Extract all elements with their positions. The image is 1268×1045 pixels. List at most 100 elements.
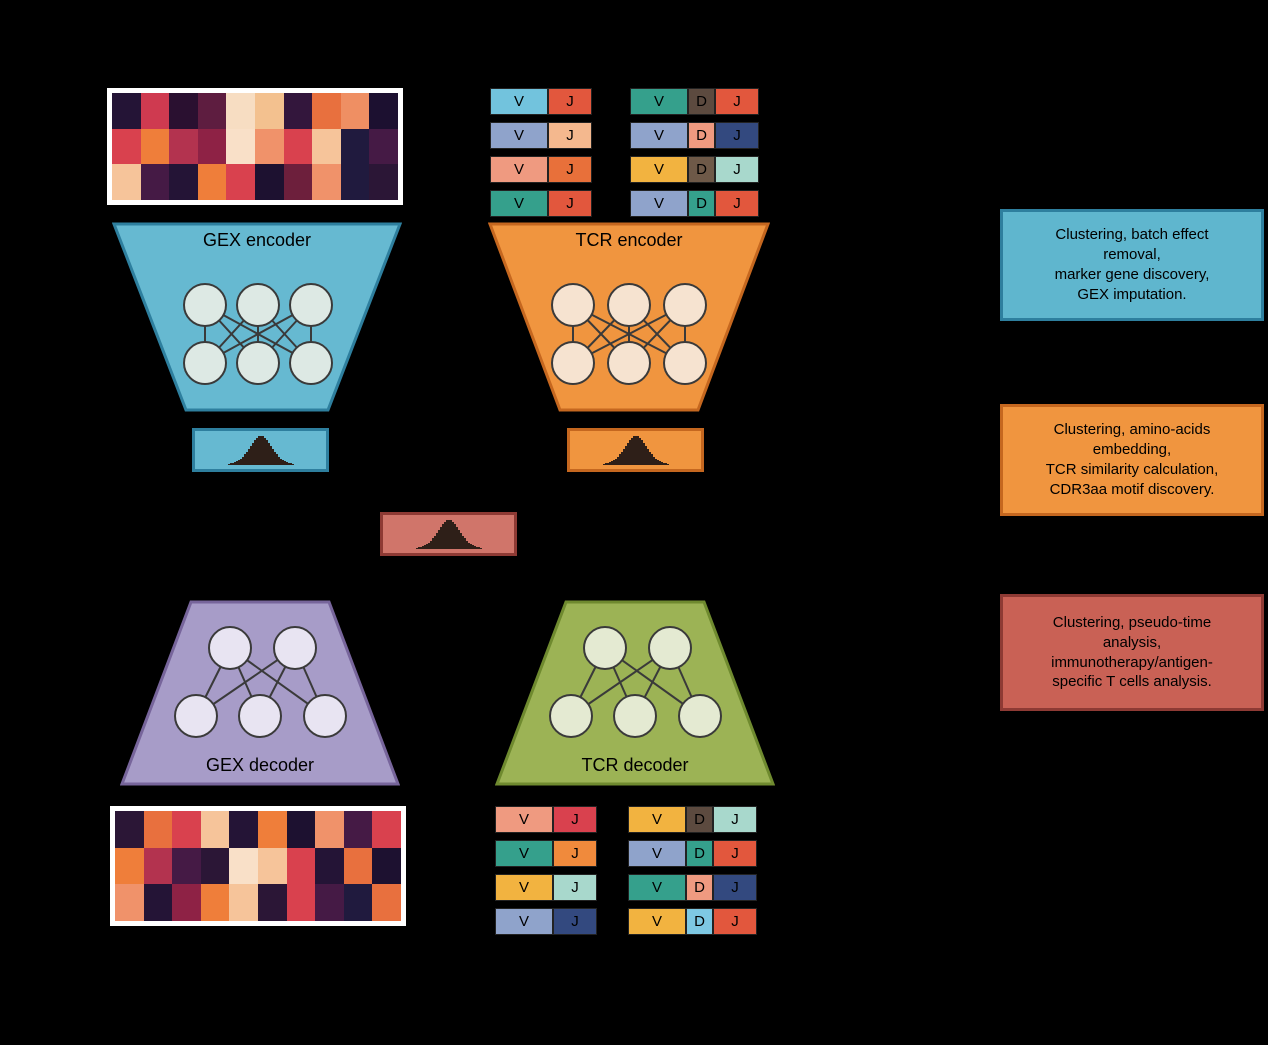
neuron-node: [289, 341, 333, 385]
distribution-bar: [247, 449, 250, 465]
heatmap-row: [115, 811, 401, 848]
distribution-bar: [459, 533, 462, 549]
distribution-bar: [433, 536, 436, 549]
distribution-bar: [289, 463, 292, 465]
gex-encoder-shape: [112, 222, 402, 412]
neuron-node: [183, 341, 227, 385]
distribution-bar: [239, 459, 242, 465]
vdj-segment-d: D: [686, 806, 713, 833]
heatmap-cell: [254, 93, 284, 129]
vdj-segment-v: V: [630, 122, 688, 149]
vdj-segment-j: J: [553, 908, 597, 935]
heatmap-cell: [115, 884, 144, 922]
tcr-decoder-network-nodes: [549, 626, 722, 738]
vdj-segment-j: J: [715, 156, 759, 183]
heatmap-cell: [283, 164, 313, 201]
neuron-node: [583, 626, 627, 670]
distribution-bar: [259, 436, 262, 465]
heatmap-cell: [140, 164, 170, 201]
heatmap-cell: [340, 128, 370, 165]
vdj-segment-d: D: [688, 190, 715, 217]
heatmap-cell: [169, 93, 198, 129]
distribution-bar: [235, 461, 238, 465]
heatmap-row: [112, 93, 398, 129]
distribution-bar: [427, 543, 430, 549]
gex-encoder: GEX encoder: [112, 222, 402, 412]
heatmap-cell: [343, 884, 373, 922]
distribution-bar: [469, 544, 472, 549]
tcr-decoder-shape: [495, 600, 775, 786]
heatmap-cell: [143, 811, 173, 848]
gaussian-histogram: [570, 435, 701, 465]
joint-latent-distribution-box: [380, 512, 517, 556]
tcr-decoder-trapezoid: [495, 600, 775, 786]
gex-decoder-network-nodes: [174, 626, 347, 738]
heatmap-cell: [343, 811, 373, 848]
heatmap-cell: [140, 128, 170, 165]
heatmap-cell: [312, 164, 341, 201]
heatmap-cell: [229, 847, 258, 885]
distribution-bar: [479, 548, 482, 549]
distribution-bar: [287, 463, 290, 465]
heatmap-cell: [200, 847, 230, 885]
distribution-bar: [610, 461, 613, 465]
neuron-node: [238, 694, 282, 738]
neuron-node: [289, 283, 333, 327]
distribution-bar: [237, 460, 240, 465]
distribution-bar: [291, 464, 294, 465]
vdj-segment-v: V: [495, 840, 553, 867]
distribution-bar: [604, 463, 607, 465]
vdj-segment-v: V: [628, 874, 686, 901]
heatmap-cell: [115, 847, 144, 885]
vdj-segment-v: V: [628, 806, 686, 833]
tcr-decoder-label: TCR decoder: [581, 755, 689, 775]
heatmap-cell: [369, 93, 398, 129]
heatmap-cell: [340, 93, 370, 129]
heatmap-cell: [169, 128, 198, 165]
vdj-segment-j: J: [553, 840, 597, 867]
vdj-segment-j: J: [715, 190, 759, 217]
heatmap-cell: [372, 847, 401, 885]
heatmap-cell: [369, 164, 398, 201]
gex-decoder-trapezoid: [120, 600, 400, 786]
distribution-bar: [437, 530, 440, 549]
heatmap-cell: [226, 128, 255, 165]
distribution-bar: [606, 463, 609, 465]
vdj-segment-j: J: [548, 190, 592, 217]
distribution-bar: [632, 436, 635, 465]
heatmap-cell: [254, 164, 284, 201]
heatmap-cell: [372, 811, 401, 848]
distribution-bar: [431, 538, 434, 549]
distribution-bar: [229, 463, 232, 465]
distribution-bar: [415, 548, 418, 549]
heatmap-cell: [254, 128, 284, 165]
heatmap-row: [112, 164, 398, 201]
heatmap-cell: [172, 884, 201, 922]
heatmap-cell: [340, 164, 370, 201]
distribution-bar: [652, 457, 655, 465]
distribution-bar: [255, 438, 258, 465]
vdj-segment-v: V: [495, 806, 553, 833]
gex-latent-distribution-box: [192, 428, 329, 472]
vdj-segment-d: D: [688, 122, 715, 149]
distribution-bar: [640, 440, 643, 465]
distribution-bar: [634, 436, 637, 465]
distribution-bar: [451, 522, 454, 549]
vdj-segment-d: D: [688, 88, 715, 115]
distribution-bar: [660, 462, 663, 465]
distribution-bar: [419, 547, 422, 549]
distribution-bar: [628, 440, 631, 465]
vdj-segment-j: J: [548, 122, 592, 149]
distribution-bar: [445, 520, 448, 549]
heatmap-row: [115, 847, 401, 885]
